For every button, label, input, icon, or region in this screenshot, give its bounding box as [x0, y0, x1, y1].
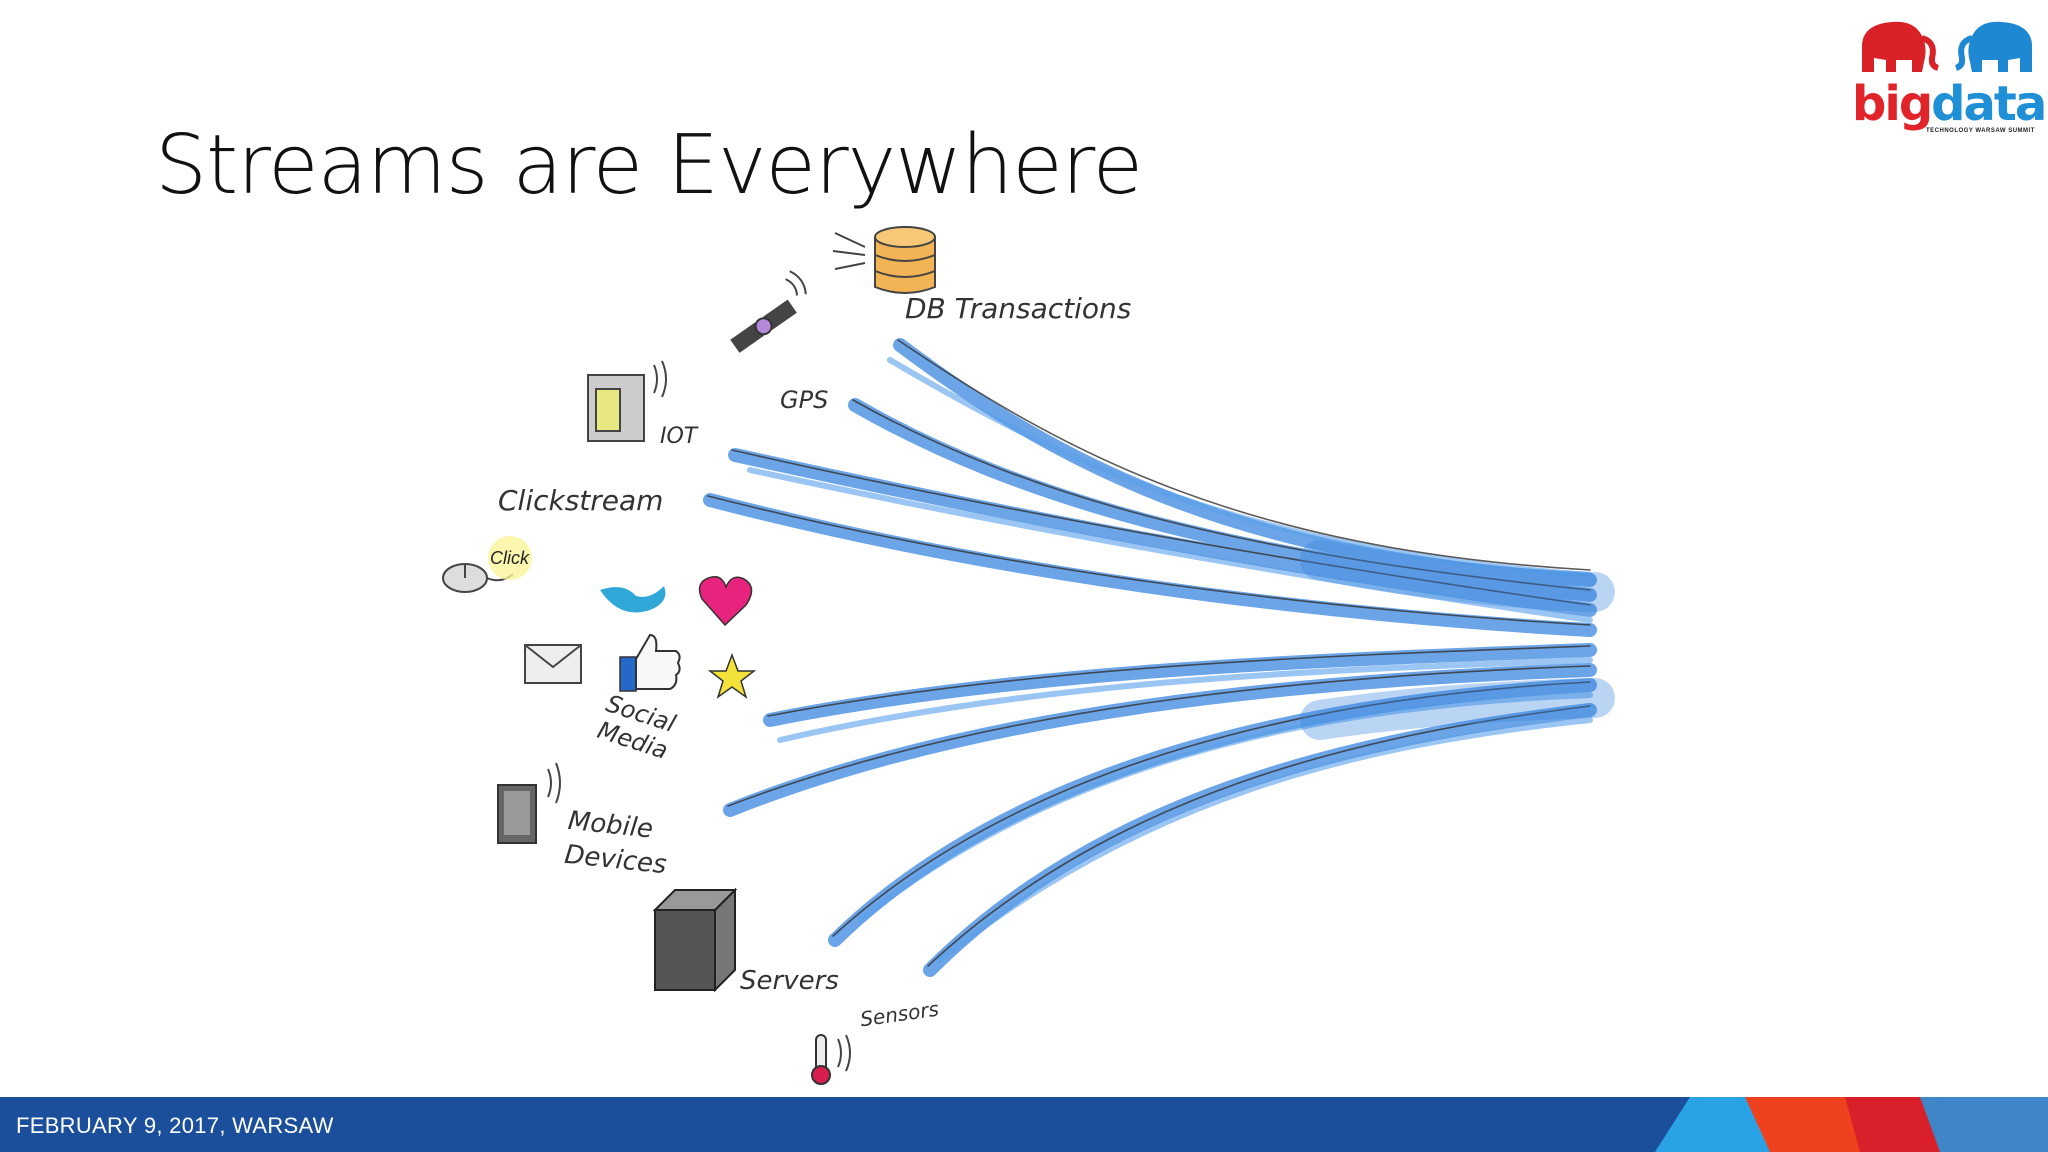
label-db-transactions: DB Transactions [905, 292, 1132, 325]
stream-gps [848, 398, 1597, 602]
slide-title: Streams are Everywhere [155, 118, 1143, 213]
logo-word-data: data [1931, 76, 2047, 132]
streams-illustration: Click [442, 226, 1615, 1085]
logo-wordmark: bigdata [1852, 76, 2047, 132]
logo-word-big: big [1852, 76, 1933, 132]
label-servers: Servers [740, 966, 839, 996]
footer-bar: FEBRUARY 9, 2017, WARSAW [0, 1097, 2048, 1152]
thumbs-up-icon [619, 633, 681, 692]
stream-social [763, 643, 1597, 727]
bigdata-logo: bigdata TECHNOLOGY WARSAW SUMMIT [1852, 14, 2047, 138]
click-burst-icon: Click [488, 536, 532, 580]
heart-icon [698, 575, 753, 627]
logo-tagline: TECHNOLOGY WARSAW SUMMIT [1926, 128, 2035, 134]
stream-sensors [923, 703, 1597, 977]
stream-db [893, 338, 1597, 587]
stream-servers [828, 678, 1597, 947]
star-icon [707, 652, 757, 699]
stream-iot [728, 448, 1597, 617]
phone-icon [497, 762, 561, 844]
fridge-icon [587, 360, 667, 442]
label-iot: IOT [660, 424, 698, 449]
footer-date-location: FEBRUARY 9, 2017, WARSAW [16, 1113, 334, 1138]
label-clickstream: Clickstream [498, 484, 664, 517]
server-rack-icon [652, 887, 738, 993]
stream-click [703, 493, 1597, 637]
stream-mobile [723, 663, 1597, 817]
elephants-icon [1862, 21, 2032, 72]
footer-decoration [1655, 1097, 2048, 1152]
thermometer-icon [811, 1034, 851, 1085]
stream-lines [703, 338, 1615, 977]
bird-icon [600, 586, 666, 613]
label-mobile-devices: Mobile Devices [562, 805, 669, 881]
envelope-icon [524, 644, 582, 684]
database-icon [832, 226, 936, 294]
label-gps: GPS [780, 386, 829, 414]
satellite-icon [730, 270, 807, 353]
click-badge-text: Click [490, 548, 530, 568]
